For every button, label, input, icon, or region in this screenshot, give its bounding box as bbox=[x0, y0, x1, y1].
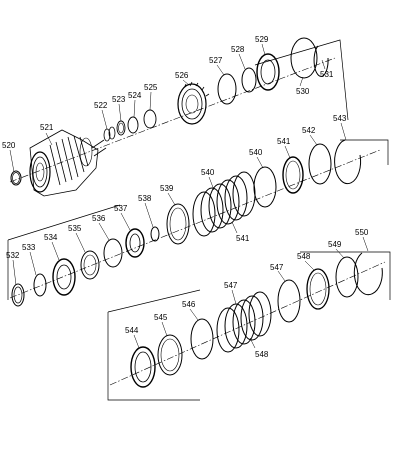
label-540-a: 540 bbox=[201, 168, 215, 177]
label-531: 531 bbox=[320, 70, 334, 79]
part-524-ring bbox=[127, 116, 139, 134]
part-522-bushing bbox=[103, 126, 116, 142]
label-541-a: 541 bbox=[236, 234, 250, 243]
label-522: 522 bbox=[94, 101, 108, 110]
label-535: 535 bbox=[68, 224, 82, 233]
label-545: 545 bbox=[154, 313, 168, 322]
part-550-snap-ring bbox=[353, 252, 383, 296]
label-533: 533 bbox=[22, 243, 36, 252]
label-548-a: 548 bbox=[255, 350, 269, 359]
bottom-panel-frame bbox=[107, 251, 391, 401]
part-542-plate bbox=[308, 143, 332, 185]
label-550: 550 bbox=[355, 228, 369, 237]
middle-axis bbox=[9, 149, 381, 299]
top-axis bbox=[9, 57, 336, 183]
part-534-piston bbox=[52, 258, 76, 296]
label-544: 544 bbox=[125, 326, 139, 335]
part-521-drum-assembly bbox=[29, 129, 107, 197]
label-534: 534 bbox=[44, 233, 58, 242]
part-530-ring bbox=[290, 37, 318, 79]
part-541-ring bbox=[282, 156, 304, 194]
label-524: 524 bbox=[128, 91, 142, 100]
label-521: 521 bbox=[40, 123, 54, 132]
part-526-clutch-hub bbox=[177, 81, 210, 125]
label-525: 525 bbox=[144, 83, 158, 92]
label-529: 529 bbox=[255, 35, 269, 44]
label-541-b: 541 bbox=[277, 137, 291, 146]
part-547-clutch-pack bbox=[216, 291, 272, 353]
top-panel-frame bbox=[254, 39, 349, 121]
label-528: 528 bbox=[231, 45, 245, 54]
part-527-ring bbox=[217, 73, 237, 105]
part-544-hub bbox=[130, 346, 156, 388]
part-529-piston bbox=[256, 53, 280, 91]
label-547-a: 547 bbox=[224, 281, 238, 290]
part-536-ring bbox=[103, 238, 123, 268]
part-528-ring bbox=[241, 67, 257, 93]
part-539-plate bbox=[166, 203, 190, 245]
part-538-ring bbox=[150, 226, 160, 242]
label-540-b: 540 bbox=[249, 148, 263, 157]
label-526: 526 bbox=[175, 71, 189, 80]
label-520: 520 bbox=[2, 141, 16, 150]
middle-panel-frame bbox=[7, 139, 389, 300]
label-527: 527 bbox=[209, 56, 223, 65]
bottom-axis bbox=[109, 261, 386, 386]
label-546: 546 bbox=[182, 300, 196, 309]
part-525-ring bbox=[143, 109, 157, 129]
label-530: 530 bbox=[296, 87, 310, 96]
leader-lines bbox=[9, 43, 369, 349]
part-546-ring bbox=[190, 318, 214, 360]
part-532-snap-ring bbox=[11, 283, 25, 307]
label-538: 538 bbox=[138, 194, 152, 203]
label-548-b: 548 bbox=[297, 252, 311, 261]
part-535-spring bbox=[80, 250, 100, 280]
label-539: 539 bbox=[160, 184, 174, 193]
part-549-ring bbox=[335, 256, 359, 298]
part-543-snap-ring bbox=[334, 139, 362, 185]
part-520-snap-ring bbox=[10, 170, 22, 186]
label-532: 532 bbox=[6, 251, 20, 260]
part-531-snap-ring bbox=[313, 45, 329, 77]
part-537-piston bbox=[125, 228, 145, 258]
label-543: 543 bbox=[333, 114, 347, 123]
label-523: 523 bbox=[112, 95, 126, 104]
part-523-washer bbox=[116, 120, 126, 136]
label-547-b: 547 bbox=[270, 263, 284, 272]
part-548-plate bbox=[306, 268, 330, 310]
part-533-ring bbox=[33, 273, 47, 297]
part-labels: 520 521 522 523 524 525 526 527 528 529 … bbox=[2, 35, 369, 359]
panel-frames bbox=[7, 39, 391, 401]
part-545-ring bbox=[157, 334, 183, 376]
label-536: 536 bbox=[92, 214, 106, 223]
label-542: 542 bbox=[302, 126, 316, 135]
label-537: 537 bbox=[114, 204, 128, 213]
part-547-ring bbox=[277, 279, 301, 323]
label-549: 549 bbox=[328, 240, 342, 249]
part-540-plate bbox=[253, 166, 277, 208]
